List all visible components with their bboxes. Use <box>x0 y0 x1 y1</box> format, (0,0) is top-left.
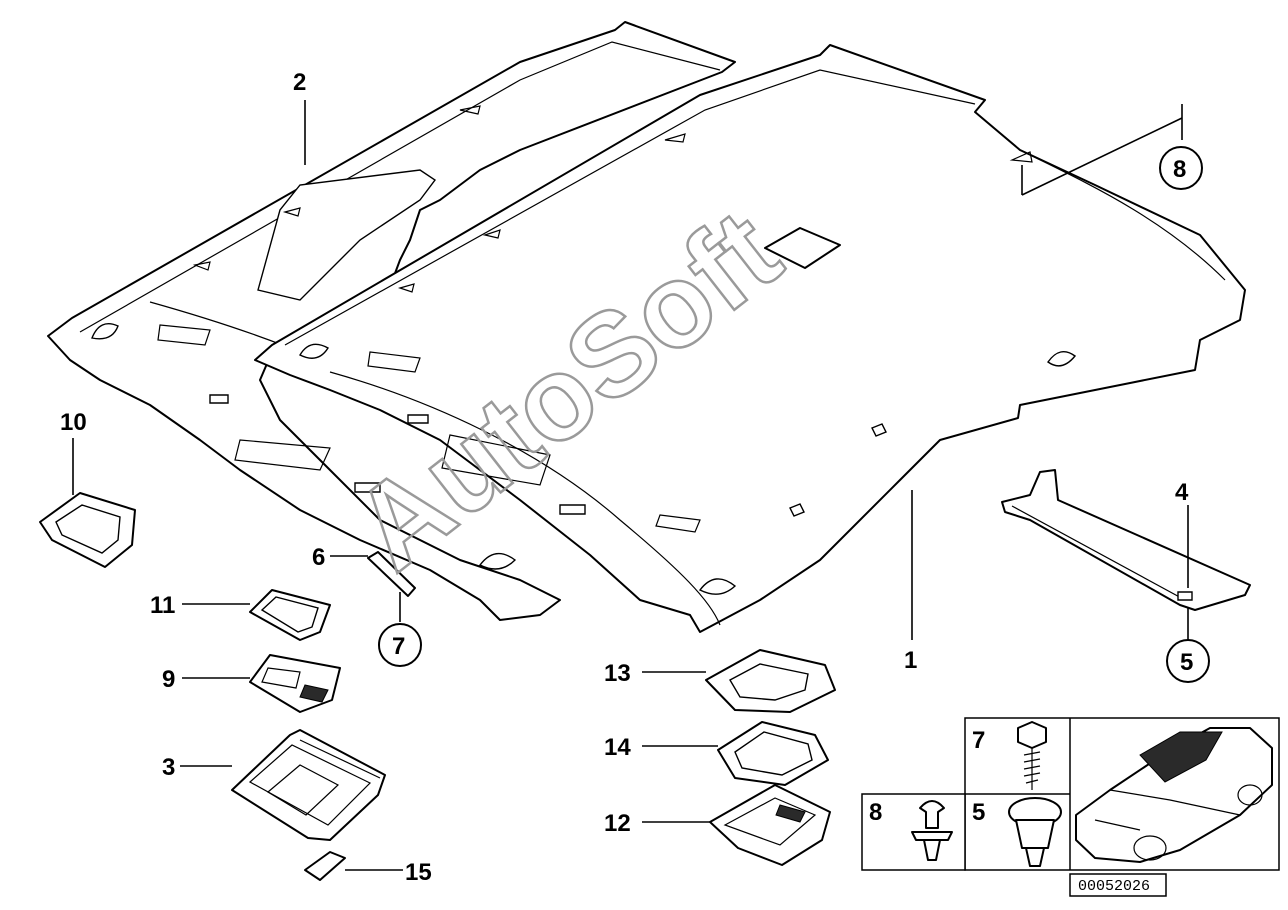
push-pin-icon <box>911 800 953 861</box>
callout-12: 12 <box>604 810 631 837</box>
part-12-housing <box>709 784 831 866</box>
callout-9: 9 <box>162 666 175 693</box>
expansion-clip-icon <box>1008 797 1062 867</box>
detail-label-8: 8 <box>869 799 882 826</box>
detail-label-7: 7 <box>972 727 985 754</box>
part-3-console <box>231 729 386 841</box>
callout-2: 2 <box>293 69 306 96</box>
part-11-frame <box>249 589 331 641</box>
callout-5: 5 <box>1180 649 1193 676</box>
leader-lines <box>72 100 1189 871</box>
headliner-1 <box>254 44 1246 633</box>
callout-circles <box>378 146 1210 683</box>
callout-7: 7 <box>392 633 405 660</box>
part-13-cover <box>705 649 836 713</box>
part-9-lamp <box>249 654 341 713</box>
callout-4: 4 <box>1175 479 1189 506</box>
part-8-leader <box>1021 104 1183 196</box>
callout-6: 6 <box>312 544 325 571</box>
car-thumbnail <box>1075 727 1273 863</box>
callout-15: 15 <box>405 859 432 886</box>
part-15-button <box>304 851 346 881</box>
callout-14: 14 <box>604 734 631 761</box>
detail-box <box>861 717 1280 871</box>
part-10-seal <box>39 492 136 568</box>
callout-11: 11 <box>150 592 175 619</box>
callout-10: 10 <box>60 409 87 436</box>
part-6-clip <box>367 551 416 622</box>
screw-icon <box>1017 721 1047 790</box>
part-4-trim <box>1001 469 1251 611</box>
callout-13: 13 <box>604 660 631 687</box>
callout-8: 8 <box>1173 156 1186 183</box>
reference-box <box>1069 873 1167 897</box>
detail-label-5: 5 <box>972 799 985 826</box>
callout-3: 3 <box>162 754 175 781</box>
part-14-frame <box>717 721 829 786</box>
headliner-2 <box>47 21 736 621</box>
reference-number: 00052026 <box>1078 878 1150 895</box>
callout-1: 1 <box>904 647 917 674</box>
